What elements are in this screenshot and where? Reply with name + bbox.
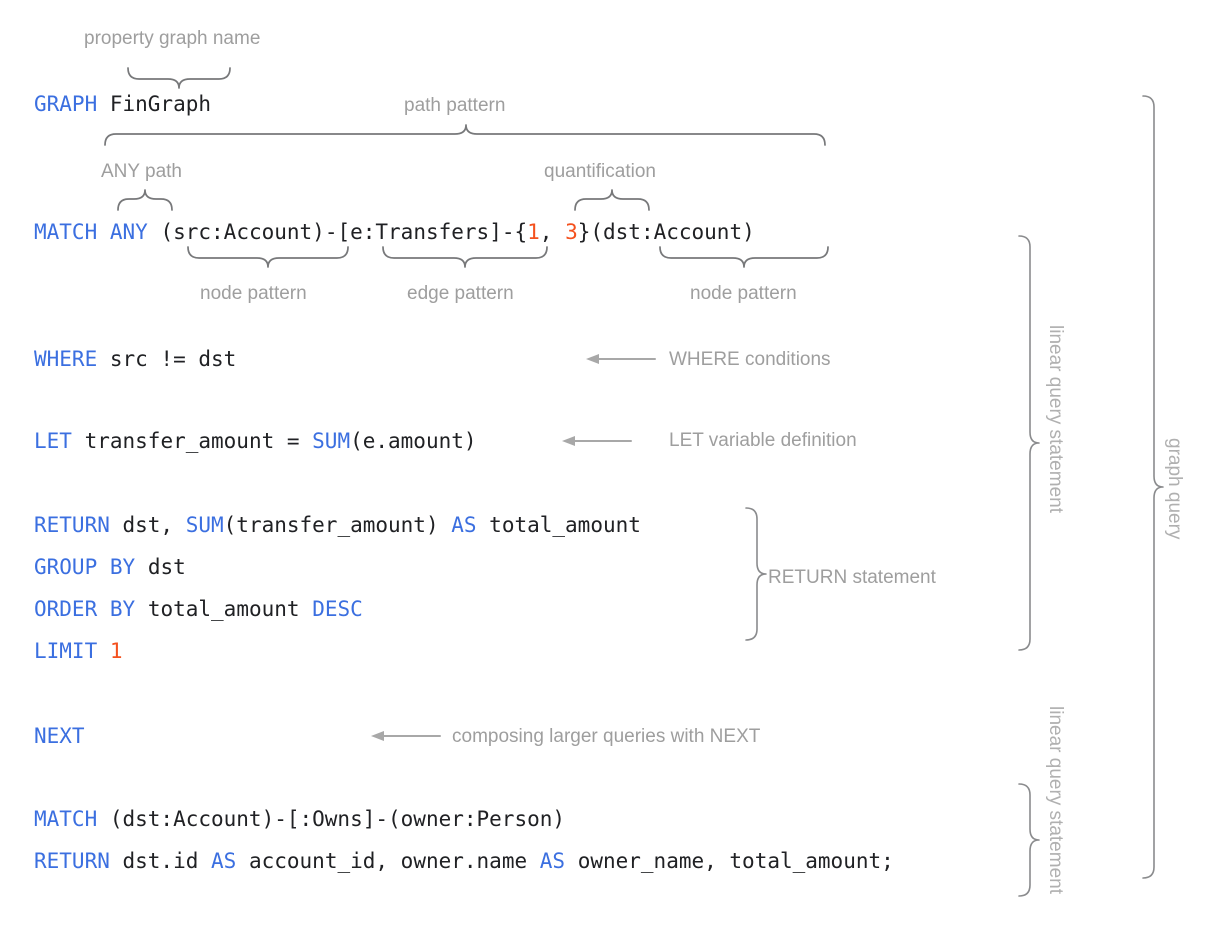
label-return-statement: RETURN statement <box>768 567 936 588</box>
where-expression: src != dst <box>97 347 237 371</box>
arrow-let-variable <box>562 436 632 446</box>
arrow-where-conditions <box>586 354 656 364</box>
return-item-1: dst, <box>109 513 186 537</box>
brace-property-graph-name <box>127 67 231 89</box>
brace-node-pattern-1 <box>187 246 349 268</box>
keyword-any: ANY <box>109 220 148 244</box>
keyword-as-3: AS <box>539 849 566 873</box>
brace-any-path <box>117 189 173 211</box>
path-pattern-tail: }(dst:Account) <box>577 220 755 244</box>
return-alias: total_amount <box>476 513 641 537</box>
code-line-next: NEXT <box>34 723 85 749</box>
order-by-key: total_amount <box>135 597 313 621</box>
label-edge-pattern: edge pattern <box>407 283 514 304</box>
return-2-item-1: dst.id <box>109 849 212 873</box>
code-line-order-by: ORDER BY total_amount DESC <box>34 596 363 622</box>
label-quantification: quantification <box>544 161 656 182</box>
brace-quantification <box>574 189 650 211</box>
return-2-item-2: account_id, owner.name <box>236 849 540 873</box>
keyword-next: NEXT <box>34 724 85 748</box>
match-2-pattern: (dst:Account)-[:Owns]-(owner:Person) <box>97 807 566 831</box>
keyword-desc: DESC <box>312 597 363 621</box>
label-linear-query-statement-2: linear query statement <box>1045 706 1066 894</box>
let-expression: (e.amount) <box>350 429 477 453</box>
keyword-return-2: RETURN <box>34 849 110 873</box>
quantifier-min: 1 <box>527 220 540 244</box>
keyword-sum: SUM <box>312 429 351 453</box>
keyword-match-2: MATCH <box>34 807 98 831</box>
code-line-graph: GRAPH FinGraph <box>34 91 211 117</box>
keyword-as: AS <box>451 513 477 537</box>
code-line-match: MATCH ANY (src:Account)-[e:Transfers]-{1… <box>34 219 755 245</box>
code-line-where: WHERE src != dst <box>34 346 236 372</box>
brace-return-statement <box>745 507 767 641</box>
return-2-alias: owner_name, total_amount; <box>565 849 894 873</box>
keyword-sum-2: SUM <box>185 513 224 537</box>
brace-path-pattern <box>104 124 826 146</box>
arrow-next-composition <box>371 731 441 741</box>
quantifier-separator: , <box>539 220 566 244</box>
keyword-return: RETURN <box>34 513 110 537</box>
brace-linear-query-statement-1 <box>1018 235 1040 651</box>
return-item-2: (transfer_amount) <box>223 513 452 537</box>
let-variable: transfer_amount = <box>71 429 313 453</box>
label-any-path: ANY path <box>101 161 182 182</box>
label-graph-query: graph query <box>1164 438 1185 540</box>
brace-graph-query <box>1142 95 1164 879</box>
brace-edge-pattern <box>382 246 548 268</box>
label-next-composition: composing larger queries with NEXT <box>452 726 761 747</box>
code-line-let: LET transfer_amount = SUM(e.amount) <box>34 428 477 454</box>
code-line-limit: LIMIT 1 <box>34 638 123 664</box>
keyword-limit: LIMIT <box>34 639 98 663</box>
keyword-by: BY <box>109 555 136 579</box>
code-line-match-2: MATCH (dst:Account)-[:Owns]-(owner:Perso… <box>34 806 565 832</box>
keyword-where: WHERE <box>34 347 98 371</box>
code-line-return-1: RETURN dst, SUM(transfer_amount) AS tota… <box>34 512 641 538</box>
label-let-variable: LET variable definition <box>669 430 857 451</box>
keyword-match: MATCH <box>34 220 98 244</box>
label-property-graph-name: property graph name <box>84 28 261 49</box>
keyword-as-2: AS <box>211 849 237 873</box>
keyword-let: LET <box>34 429 72 453</box>
group-by-key: dst <box>135 555 186 579</box>
keyword-by-2: BY <box>109 597 136 621</box>
code-line-return-2: RETURN dst.id AS account_id, owner.name … <box>34 848 894 874</box>
label-node-pattern-1: node pattern <box>200 283 307 304</box>
graph-name: FinGraph <box>97 92 212 116</box>
limit-value: 1 <box>109 639 123 663</box>
code-line-group-by: GROUP BY dst <box>34 554 186 580</box>
keyword-group: GROUP <box>34 555 98 579</box>
keyword-graph: GRAPH <box>34 92 98 116</box>
label-node-pattern-2: node pattern <box>690 283 797 304</box>
label-path-pattern: path pattern <box>404 95 506 116</box>
label-where-conditions: WHERE conditions <box>669 349 831 370</box>
keyword-order: ORDER <box>34 597 98 621</box>
quantifier-max: 3 <box>565 220 578 244</box>
brace-node-pattern-2 <box>659 246 829 268</box>
brace-linear-query-statement-2 <box>1018 783 1040 897</box>
label-linear-query-statement-1: linear query statement <box>1045 325 1066 513</box>
path-pattern-head: (src:Account)-[e:Transfers]-{ <box>160 220 528 244</box>
